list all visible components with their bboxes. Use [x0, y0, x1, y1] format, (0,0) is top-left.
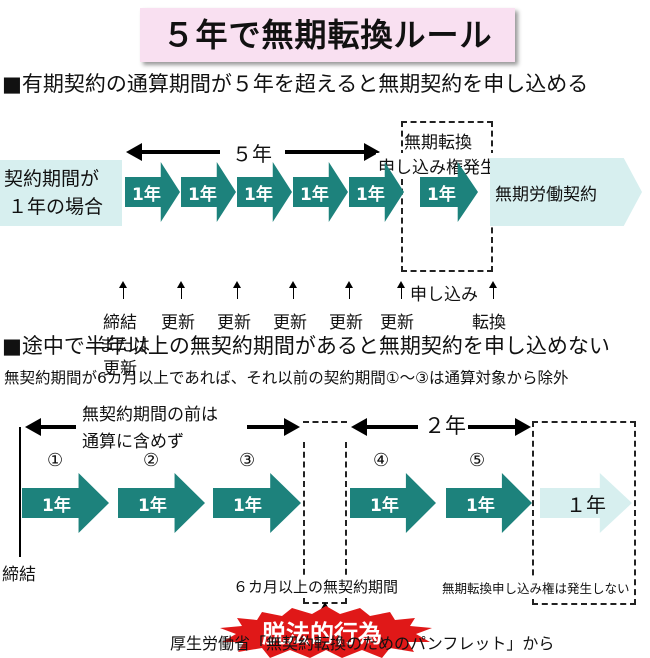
- permanent-contract-arrow: 無期労働契約: [490, 158, 642, 226]
- span-line: [138, 150, 220, 154]
- section2-subheading: 無契約期間が6カ月以上であれば、それ以前の契約期間①～③は通算対象から除外: [4, 369, 569, 387]
- gap-box-top: [303, 421, 347, 423]
- period-number: ④: [373, 450, 390, 471]
- event-label: 締結: [103, 313, 137, 333]
- up-arrow-icon: [119, 281, 127, 299]
- period-number: ③: [239, 450, 256, 471]
- up-arrow-icon: [289, 281, 297, 299]
- year-arrow: 1年: [350, 473, 436, 533]
- event-label: 更新: [217, 313, 251, 333]
- up-arrow-icon: [233, 281, 241, 299]
- arrowhead-right-icon: [284, 418, 300, 436]
- event-label: または: [99, 336, 150, 356]
- start-line: [19, 427, 21, 557]
- arrowhead-right-icon: [515, 418, 531, 436]
- year-arrow: 1年: [293, 162, 348, 222]
- event-label: 更新: [380, 313, 414, 333]
- up-arrow-icon: [345, 281, 353, 299]
- source-credit: 厚生労働省「無契約転換のためのパンフレット」から: [170, 634, 555, 653]
- span-5-years: ５年: [232, 142, 272, 166]
- apply-label: 申し込み: [410, 285, 478, 305]
- year-arrow: 1年: [237, 162, 292, 222]
- event-label: 更新: [103, 359, 137, 379]
- span-line: [285, 150, 367, 154]
- span-line: [468, 425, 518, 429]
- up-arrow-icon: [177, 281, 185, 299]
- event-label: 更新: [273, 313, 307, 333]
- burst-label: 脱法的行為: [262, 620, 382, 648]
- no-right-box: [532, 421, 636, 605]
- year-arrow: 1年: [118, 473, 205, 533]
- arrowhead-left-icon: [126, 143, 142, 161]
- year-arrow: 1年: [446, 473, 532, 533]
- left-label-1: 契約期間が: [4, 168, 100, 190]
- start-label: 締結: [2, 565, 36, 585]
- left-label-bg: [0, 160, 122, 226]
- year-arrow: 1年: [125, 162, 180, 222]
- year-arrow: 1年: [22, 473, 109, 533]
- span-line: [364, 425, 418, 429]
- left-span-label-1: 無契約期間の前は: [82, 405, 218, 425]
- period-number: ②: [143, 450, 160, 471]
- event-label: 更新: [329, 313, 363, 333]
- span-2-years: ２年: [424, 414, 466, 438]
- convert-label: 転換: [472, 313, 506, 333]
- box-label-1: 無期転換: [404, 128, 472, 153]
- box-label-2: 申し込み権発生: [376, 153, 499, 178]
- burst-shape: [220, 606, 432, 658]
- year-arrow: 1年: [181, 162, 236, 222]
- left-label-2: １年の場合: [8, 196, 104, 218]
- up-arrow-icon: [397, 281, 405, 299]
- up-arrow-icon: [489, 281, 497, 299]
- gap-caption: ６カ月以上の無契約期間: [233, 576, 399, 597]
- span-line: [247, 425, 287, 429]
- no-right-caption: 無期転換申し込み権は発生しない: [442, 578, 630, 597]
- period-number: ①: [47, 450, 64, 471]
- arrowhead-left-icon: [25, 418, 41, 436]
- event-label: 更新: [161, 313, 195, 333]
- period-number: ⑤: [469, 450, 486, 471]
- span-line: [38, 425, 76, 429]
- page-title: ５年で無期転換ルール: [140, 8, 515, 62]
- arrowhead-left-icon: [351, 418, 367, 436]
- section2-heading: ■途中で半年以上の無契約期間があると無期契約を申し込めない: [2, 334, 610, 358]
- section1-heading: ■有期契約の通算期間が５年を超えると無期契約を申し込める: [2, 72, 589, 96]
- year-arrow: 1年: [213, 473, 301, 533]
- left-span-label-2: 通算に含めず: [82, 432, 184, 452]
